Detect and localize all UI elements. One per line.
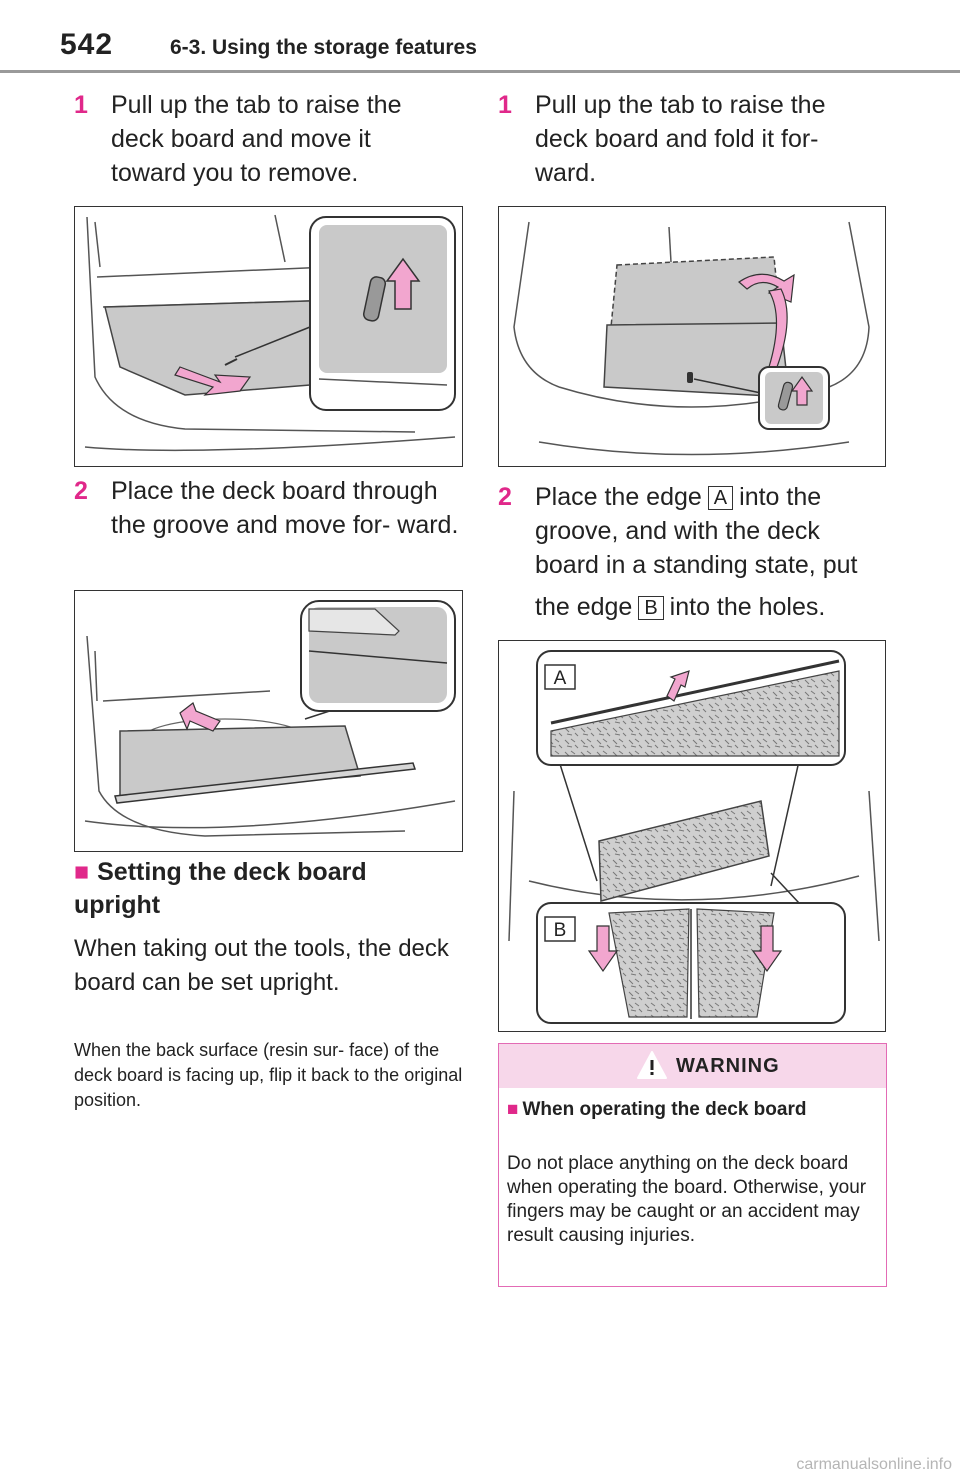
step-number: 2 <box>498 483 512 511</box>
bullet-square: ■ <box>507 1099 519 1120</box>
figure-standing-deck-board: A B <box>498 640 886 1032</box>
figure-fold-deck-board <box>498 206 886 467</box>
step-text-part-c: the edge <box>535 593 633 621</box>
step-text: Pull up the tab to raise the deck board … <box>111 91 402 187</box>
figure-remove-deck-board <box>74 206 463 467</box>
step-text-part-b: into the groove, and with the deck board… <box>535 483 858 579</box>
paragraph-tools: When taking out the tools, the deck boar… <box>74 935 449 996</box>
warning-box: WARNING ■When operating the deck board D… <box>498 1043 887 1287</box>
step-number: 1 <box>74 91 88 119</box>
place-deck-board-illustration <box>84 600 456 837</box>
warning-header: WARNING <box>499 1044 886 1088</box>
label-b-tag: B <box>638 596 664 621</box>
fold-deck-board-illustration <box>513 221 870 456</box>
subheading-text: Setting the deck board upright <box>74 858 367 919</box>
remove-deck-board-illustration <box>84 214 456 452</box>
step-text-part-d: into the holes. <box>669 593 826 621</box>
warning-heading-text: When operating the deck board <box>522 1099 807 1120</box>
step-text-part-a: Place the edge <box>535 483 702 511</box>
step-number: 1 <box>498 91 512 119</box>
step-number: 2 <box>74 477 88 505</box>
warning-triangle-icon <box>637 1051 667 1079</box>
page-number: 542 <box>60 28 114 61</box>
bullet-square: ■ <box>74 858 90 886</box>
warning-heading: ■When operating the deck board <box>507 1098 877 1122</box>
page-header: 542 6-3. Using the storage features <box>0 0 960 74</box>
figure-place-deck-board <box>74 590 463 852</box>
step-text: Pull up the tab to raise the deck board … <box>535 91 826 187</box>
subheading-setting-upright: ■Setting the deck board upright <box>74 856 404 922</box>
footer-watermark: carmanualsonline.info <box>796 1456 952 1473</box>
note-resin-surface: When the back surface (resin sur- face) … <box>74 1040 463 1110</box>
step-text: Place the deck board through the groove … <box>111 477 459 539</box>
warning-title: WARNING <box>676 1055 780 1077</box>
header-rule <box>0 70 960 73</box>
warning-body: Do not place anything on the deck board … <box>507 1153 867 1246</box>
inset-label-b: B <box>554 920 567 941</box>
standing-deck-board-illustration: A B <box>508 650 880 1024</box>
label-a-tag: A <box>707 486 734 511</box>
inset-label-a: A <box>554 668 567 689</box>
section-title: 6-3. Using the storage features <box>170 36 477 59</box>
